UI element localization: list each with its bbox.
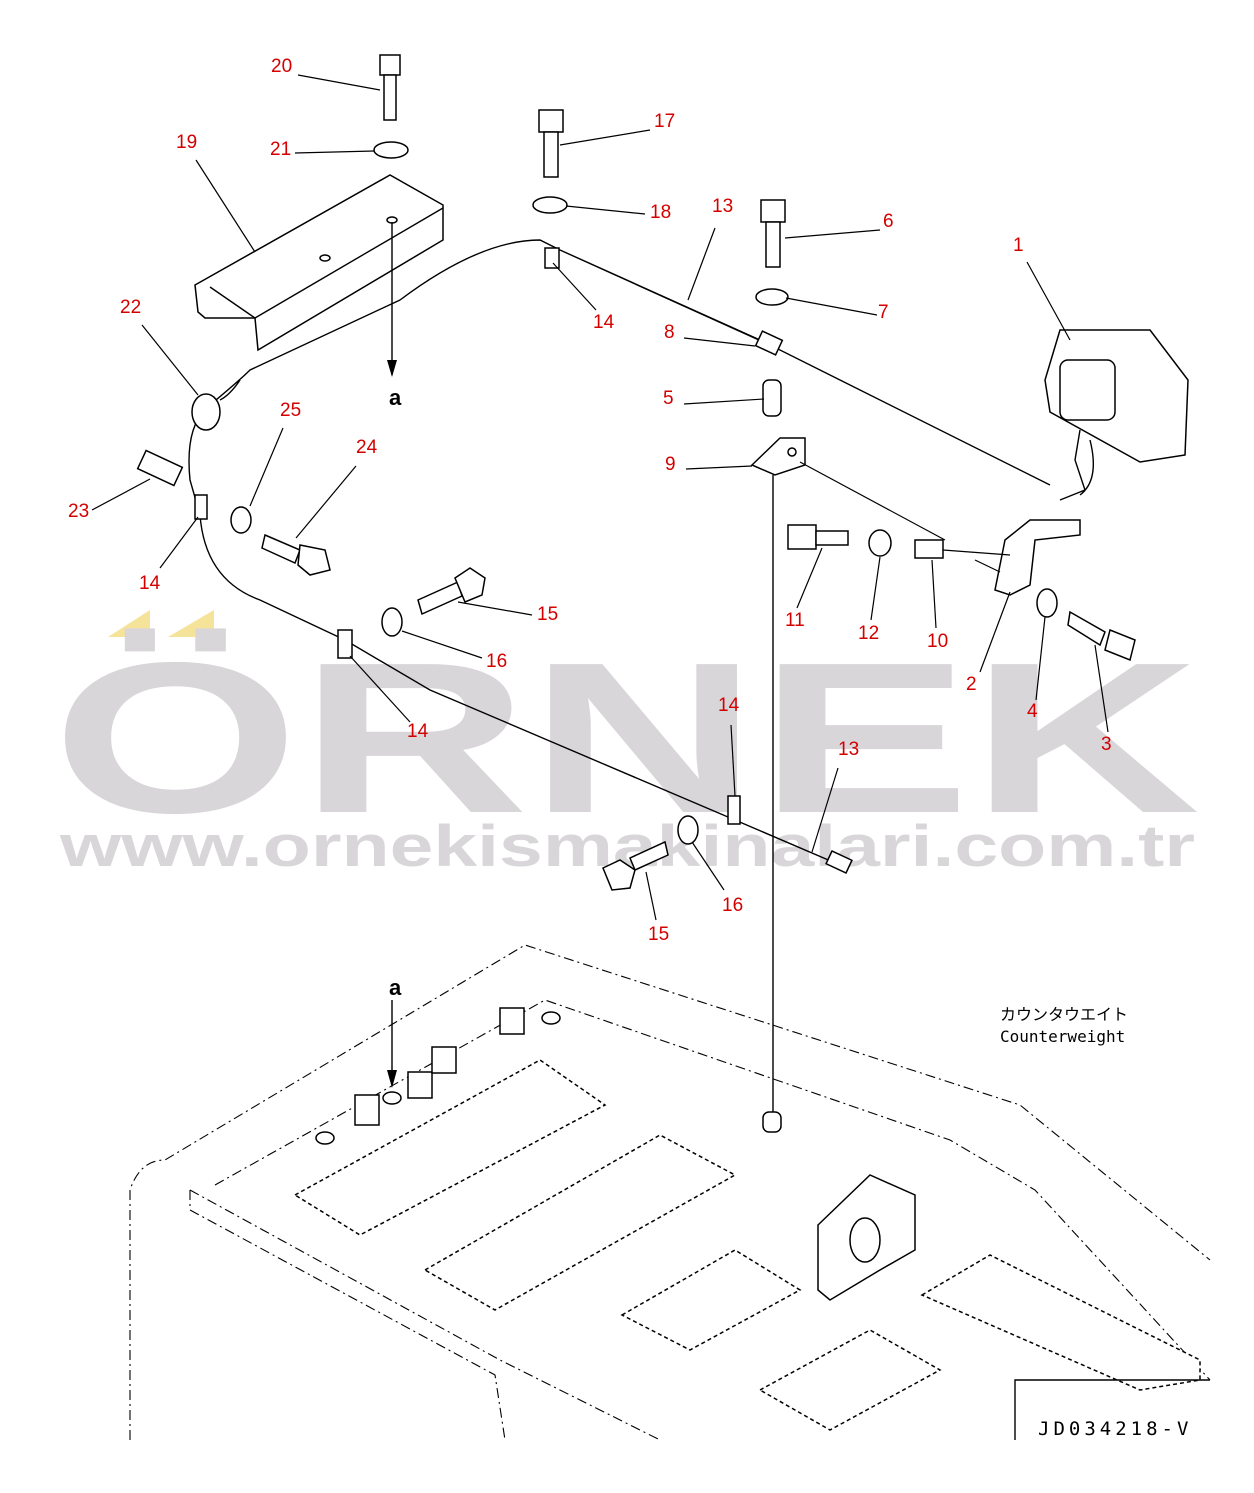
clamp-14 bbox=[544, 247, 560, 269]
watermark: ÖRNEK www.ornekismakinalari.com.tr bbox=[52, 610, 1200, 879]
callout: 20 bbox=[271, 56, 292, 77]
clamp-14 bbox=[727, 795, 741, 825]
spacer-23 bbox=[136, 449, 184, 487]
view-marker-a-target: a bbox=[389, 975, 402, 1000]
callout: 14 bbox=[139, 573, 161, 594]
counterweight bbox=[129, 944, 1211, 1441]
bolt-6 bbox=[760, 199, 786, 268]
clip-10 bbox=[914, 539, 944, 559]
callout: 21 bbox=[270, 139, 291, 160]
callout: 12 bbox=[858, 623, 879, 644]
callout: 13 bbox=[838, 739, 859, 760]
callout: 5 bbox=[663, 388, 674, 409]
washer-16-lower bbox=[677, 815, 699, 845]
clamp-14 bbox=[194, 494, 208, 520]
callout: 9 bbox=[665, 454, 676, 475]
callout: 14 bbox=[407, 721, 429, 742]
watermark-brand: ÖRNEK bbox=[52, 617, 1200, 858]
washer-4 bbox=[1036, 588, 1058, 618]
callout: 22 bbox=[120, 297, 141, 318]
wire-harness bbox=[188, 239, 1051, 866]
grommet-22 bbox=[191, 393, 221, 431]
callout: 17 bbox=[654, 111, 675, 132]
callout: 6 bbox=[883, 211, 894, 232]
callout: 14 bbox=[593, 312, 615, 333]
washer-21 bbox=[373, 141, 409, 159]
counterweight-note-en: Counterweight bbox=[1000, 1027, 1125, 1046]
bracket-2 bbox=[994, 519, 1081, 596]
washer-25 bbox=[230, 506, 252, 534]
bolt-15-upper bbox=[417, 567, 486, 616]
callout: 16 bbox=[486, 651, 507, 672]
watermark-accent bbox=[168, 610, 214, 637]
connector-13 bbox=[825, 850, 853, 874]
lamp-1 bbox=[1044, 329, 1189, 501]
callout: 3 bbox=[1101, 734, 1112, 755]
bolt-24 bbox=[261, 533, 331, 576]
drawing-code: JD034218-V bbox=[1038, 1418, 1192, 1440]
cover-part-19 bbox=[194, 174, 444, 377]
callout: 14 bbox=[718, 695, 740, 716]
bolt-11 bbox=[787, 524, 849, 550]
callout: 18 bbox=[650, 202, 671, 223]
bracket-9 bbox=[750, 437, 806, 476]
callout: 1 bbox=[1013, 235, 1024, 256]
callout: 13 bbox=[712, 196, 733, 217]
washer-18 bbox=[532, 196, 568, 214]
callout: 7 bbox=[878, 302, 889, 323]
bolt-3 bbox=[1067, 610, 1136, 662]
watermark-accent bbox=[108, 610, 150, 637]
callout: 15 bbox=[648, 924, 669, 945]
counterweight-note-jp: カウンタウエイト bbox=[1000, 1005, 1128, 1024]
callout: 10 bbox=[927, 631, 948, 652]
callout: 25 bbox=[280, 400, 301, 421]
view-marker-a: a bbox=[389, 385, 402, 410]
bolt-15-lower bbox=[602, 840, 669, 891]
bolt-17 bbox=[538, 109, 564, 178]
callout: 23 bbox=[68, 501, 89, 522]
washer-16-upper bbox=[381, 607, 403, 637]
clamp-14 bbox=[337, 629, 353, 659]
callout: 2 bbox=[966, 674, 977, 695]
callout: 4 bbox=[1027, 701, 1038, 722]
callout: 24 bbox=[356, 437, 378, 458]
callout: 11 bbox=[785, 610, 805, 631]
callouts: 20 21 19 17 18 13 6 7 1 22 14 8 5 25 24 … bbox=[68, 56, 1112, 945]
spacer-5 bbox=[762, 379, 782, 417]
bolt-20 bbox=[379, 54, 401, 121]
callout: 15 bbox=[537, 604, 558, 625]
washer-12 bbox=[868, 529, 892, 557]
callout: 16 bbox=[722, 895, 743, 916]
washer-7 bbox=[755, 288, 789, 306]
callout: 19 bbox=[176, 132, 197, 153]
callout: 8 bbox=[664, 322, 675, 343]
connector-8 bbox=[754, 330, 784, 356]
